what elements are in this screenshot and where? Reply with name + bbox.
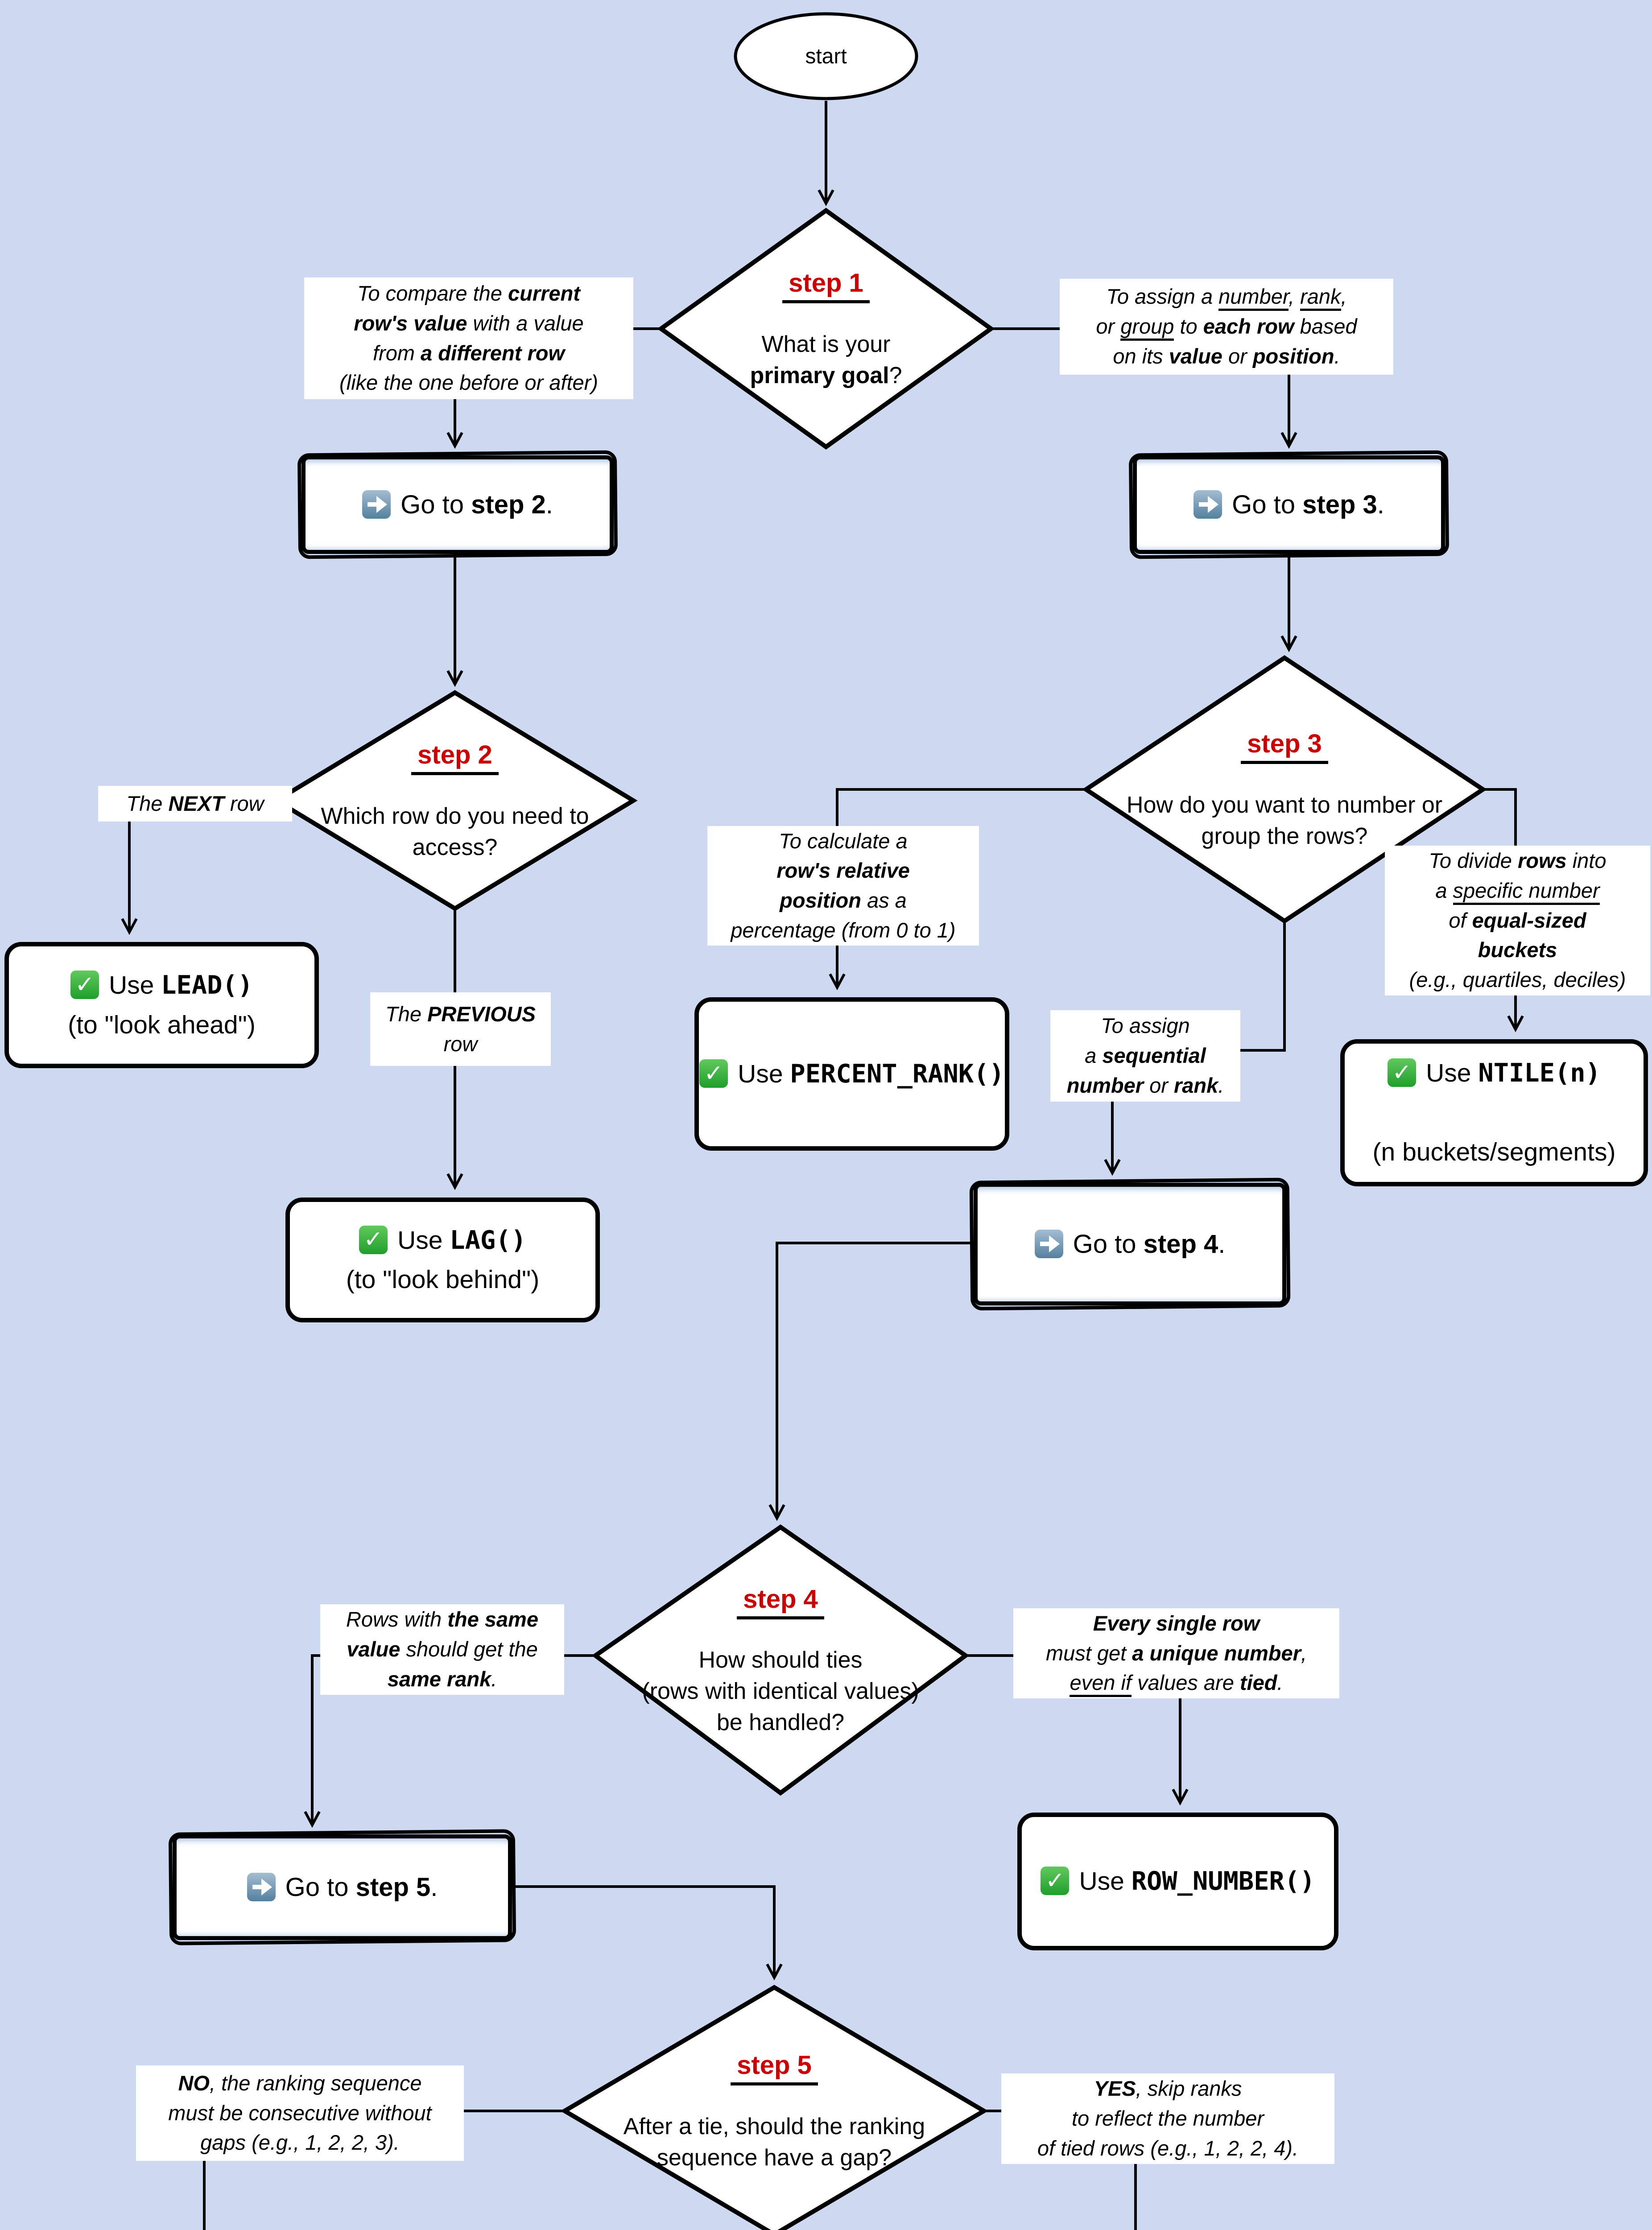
step3-diamond-shape [1082, 655, 1487, 924]
step4-title: step 4 [737, 1584, 824, 1619]
use-lag-box: Use LAG()(to "look behind") [285, 1198, 600, 1322]
arrow-right-icon [1034, 1230, 1063, 1258]
step4-question: How should ties(rows with identical valu… [642, 1647, 919, 1735]
step5-diamond-shape [560, 1985, 988, 2230]
use-percent-rank-box: Use PERCENT_RANK() [694, 997, 1009, 1151]
use-lead-box: Use LEAD()(to "look ahead") [4, 942, 319, 1068]
goto-step3-box: Go to step 3. [1133, 455, 1445, 554]
arrow-right-icon [1194, 490, 1222, 519]
start-text: start [805, 44, 847, 68]
start-terminator-shape [734, 12, 918, 100]
connector-goto5-step5 [512, 1885, 783, 1981]
connector-goto4-step4 [768, 1242, 974, 1521]
check-icon [699, 1059, 728, 1088]
step4-diamond-text: step 4 How should ties(rows with identic… [624, 1527, 937, 1793]
use-ntile-box: Use NTILE(n) (n buckets/segments) [1340, 1039, 1648, 1186]
check-icon [1388, 1058, 1417, 1087]
arrow-right-icon [247, 1873, 276, 1901]
arrow-right-icon [362, 490, 391, 519]
label-next-row: The NEXT row [98, 786, 292, 822]
step3-title: step 3 [1241, 729, 1328, 764]
goto-step4-box: Go to step 4. [974, 1183, 1286, 1305]
step1-title: step 1 [782, 268, 870, 304]
goto-step5-box: Go to step 5. [173, 1834, 512, 1940]
goto-step2-box: Go to step 2. [301, 455, 614, 554]
step4-diamond-shape [591, 1524, 970, 1796]
start-label: start [735, 14, 917, 99]
step2-title: step 2 [411, 740, 499, 776]
step2-diamond-shape [272, 690, 638, 911]
use-row-number-box: Use ROW_NUMBER() [1017, 1813, 1338, 1950]
step1-diamond-shape [657, 207, 995, 450]
step5-title: step 5 [731, 2051, 818, 2086]
label-assign-number-rank: To assign a number, rank,or group to eac… [1060, 279, 1393, 375]
check-icon [359, 1225, 388, 1254]
check-icon [1041, 1867, 1070, 1896]
check-icon [70, 970, 99, 999]
